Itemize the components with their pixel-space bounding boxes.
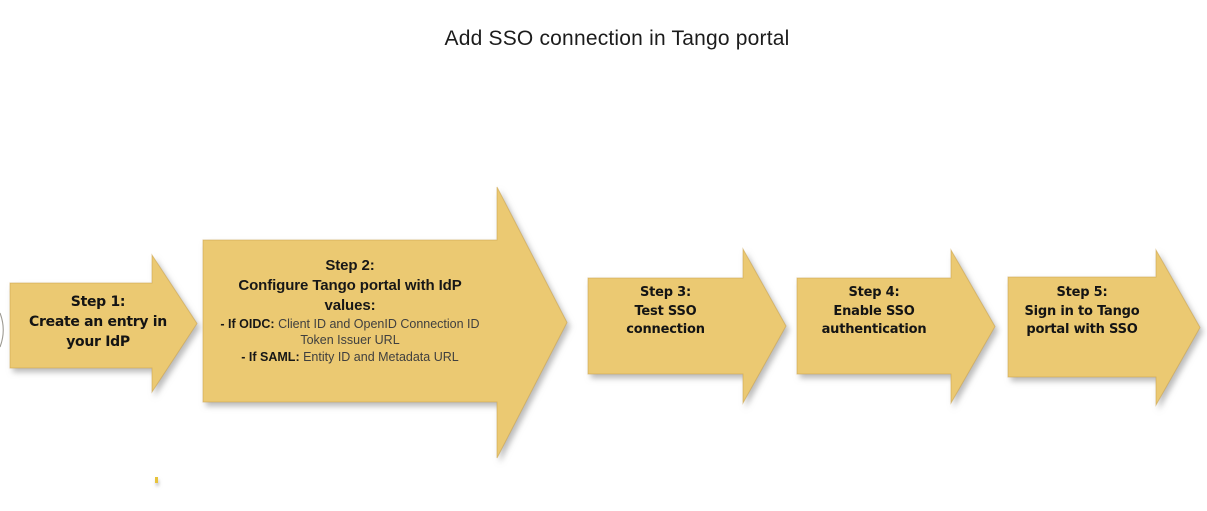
oidc-prefix: - If OIDC: — [220, 317, 275, 331]
step-2-heading-line: values: — [324, 297, 376, 314]
saml-text: Entity ID and Metadata URL — [299, 349, 459, 364]
step-1-line: Create an entry in — [29, 314, 167, 330]
step-5-label: Step 5: — [1056, 285, 1108, 300]
step-2-token-detail: Token Issuer URL — [203, 332, 497, 348]
step-4-text: Step 4: Enable SSO authentication — [797, 284, 951, 340]
step-2-text: Step 2: Configure Tango portal with IdP … — [203, 256, 497, 365]
step-5-text: Step 5: Sign in to Tango portal with SSO — [1008, 284, 1156, 340]
step-1-text: Step 1: Create an entry in your IdP — [8, 292, 188, 352]
oidc-text: Client ID and OpenID Connection ID — [274, 317, 480, 331]
diagram-title: Add SSO connection in Tango portal — [444, 27, 790, 50]
step-5-arrow-shape — [1007, 248, 1201, 407]
token-text: Token Issuer URL — [300, 333, 400, 348]
step-3-text: Step 3: Test SSO connection — [588, 284, 743, 340]
left-edge-arc-artifact — [0, 312, 4, 348]
yellow-speck-artifact — [155, 477, 158, 483]
step-2-saml-detail: - If SAML: Entity ID and Metadata URL — [203, 349, 497, 365]
step-3-line: connection — [626, 322, 705, 337]
step-4-arrow-shape — [796, 248, 996, 405]
step-2-label: Step 2: — [325, 257, 375, 274]
step-1-arrow-shape — [9, 253, 198, 394]
step-1-label: Step 1: — [70, 294, 126, 310]
step-4-label: Step 4: — [848, 285, 900, 300]
step-4-line: authentication — [821, 322, 927, 337]
step-5-line: portal with SSO — [1026, 322, 1138, 337]
step-5-line: Sign in to Tango — [1024, 303, 1140, 319]
step-3-arrow-shape — [587, 247, 787, 405]
step-2-oidc-detail: - If OIDC: Client ID and OpenID Connecti… — [203, 316, 497, 332]
step-2-arrow-shape — [202, 186, 568, 459]
step-4-line: Enable SSO — [833, 303, 915, 319]
step-2-heading-line: Configure Tango portal with IdP — [238, 277, 462, 294]
saml-prefix: - If SAML: — [241, 349, 300, 364]
step-3-label: Step 3: — [639, 285, 692, 300]
step-1-line: your IdP — [66, 334, 130, 350]
step-3-line: Test SSO — [634, 303, 697, 319]
